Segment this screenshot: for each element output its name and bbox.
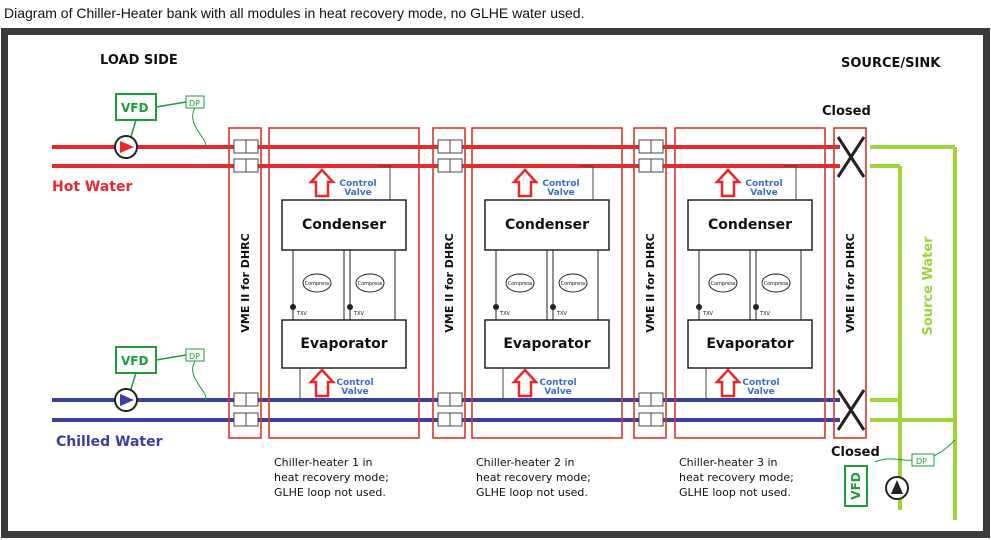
cv-bot-1-l1: Control	[336, 378, 373, 388]
condenser-3	[687, 199, 813, 251]
compressor-2a	[505, 273, 535, 293]
module-frames	[268, 127, 826, 439]
condenser-2-label: Condenser	[505, 217, 589, 233]
vme-frames	[228, 127, 867, 439]
closed-valves-top	[836, 136, 866, 178]
txv-1b-label: TXV	[353, 311, 364, 317]
load-side-label: LOAD SIDE	[100, 53, 178, 68]
comp-2a-label: Compress	[508, 281, 533, 287]
module-2-caption-l1: Chiller-heater 2 in	[476, 456, 575, 469]
vme-label-2: VME II for DHRC	[443, 233, 456, 332]
evaporator-1-label: Evaporator	[300, 336, 387, 352]
condenser-1-label: Condenser	[302, 217, 386, 233]
cv-top-1-l1: Control	[339, 179, 376, 189]
comp-1b-label: Compress	[358, 281, 383, 287]
closed-label-top: Closed	[822, 104, 871, 119]
closed-valves-bottom	[836, 389, 866, 431]
vme-label-4: VME II for DHRC	[844, 233, 857, 332]
closed-label-bottom: Closed	[831, 445, 880, 460]
compressor-2b	[558, 273, 588, 293]
hx-connections	[299, 165, 797, 400]
cv-top-1-l2: Valve	[344, 188, 372, 198]
evaporator-1	[281, 319, 407, 369]
flow-arrows	[308, 168, 742, 398]
dp-hot-label: DP	[189, 99, 200, 108]
vfd-source-box	[844, 465, 868, 507]
module-2	[484, 199, 610, 369]
txv-3a-label: TXV	[702, 311, 713, 317]
module-3	[687, 199, 813, 369]
comp-3a-label: Compress	[711, 281, 736, 287]
module-3-caption-l1: Chiller-heater 3 in	[679, 456, 778, 469]
module-1-caption-l2: heat recovery mode;	[274, 471, 389, 484]
cv-bot-3-l1: Control	[742, 378, 779, 388]
diagram-caption: Diagram of Chiller-Heater bank with all …	[4, 5, 585, 21]
compressor-1a	[302, 273, 332, 293]
evaporator-2-label: Evaporator	[503, 336, 590, 352]
comp-1a-label: Compress	[305, 281, 330, 287]
cv-top-2-l2: Valve	[547, 188, 575, 198]
cv-bot-1-l2: Valve	[341, 387, 369, 397]
comp-3b-label: Compress	[764, 281, 789, 287]
module-1	[281, 199, 407, 369]
cv-bot-3-l2: Valve	[747, 387, 775, 397]
evaporator-3-label: Evaporator	[706, 336, 793, 352]
cv-top-3-l2: Valve	[750, 188, 778, 198]
evaporator-3	[687, 319, 813, 369]
comp-2b-label: Compress	[561, 281, 586, 287]
module-2-caption-l2: heat recovery mode;	[476, 471, 591, 484]
cv-bot-2-l2: Valve	[544, 387, 572, 397]
module-1-caption-l1: Chiller-heater 1 in	[274, 456, 373, 469]
compressor-3b	[761, 273, 791, 293]
txv-2a-label: TXV	[499, 311, 510, 317]
vfd-hot-label: VFD	[121, 101, 148, 115]
vme-label-1: VME II for DHRC	[239, 233, 252, 332]
cv-top-3-l1: Control	[745, 179, 782, 189]
source-sink-label: SOURCE/SINK	[841, 56, 941, 71]
vme-label-3: VME II for DHRC	[644, 233, 657, 332]
module-3-caption-l2: heat recovery mode;	[679, 471, 794, 484]
module-2-caption-l3: GLHE loop not used.	[476, 486, 588, 499]
vfd-source-label: VFD	[849, 472, 863, 499]
chilled-water-label: Chilled Water	[56, 434, 163, 450]
source-water-label: Source Water	[921, 236, 936, 336]
hot-water-label: Hot Water	[52, 179, 132, 195]
condenser-3-label: Condenser	[708, 217, 792, 233]
cv-bot-2-l1: Control	[539, 378, 576, 388]
module-1-caption-l3: GLHE loop not used.	[274, 486, 386, 499]
dp-source-label: DP	[916, 457, 927, 466]
source-water-piping	[870, 145, 957, 520]
module-3-caption-l3: GLHE loop not used.	[679, 486, 791, 499]
txv-3b-label: TXV	[759, 311, 770, 317]
compressor-1b	[355, 273, 385, 293]
condenser-2	[484, 199, 610, 251]
txv-2b-label: TXV	[556, 311, 567, 317]
vfd-chilled-label: VFD	[121, 354, 148, 368]
cv-top-2-l1: Control	[542, 179, 579, 189]
vme-valves	[233, 139, 664, 427]
evaporator-2	[484, 319, 610, 369]
dp-chilled-label: DP	[189, 352, 200, 361]
compressor-3a	[708, 273, 738, 293]
txv-1a-label: TXV	[296, 311, 307, 317]
